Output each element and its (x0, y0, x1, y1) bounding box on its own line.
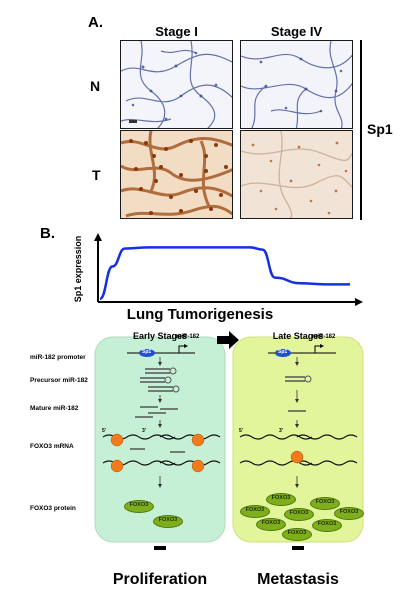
row-label-protein: FOXO3 protein (30, 505, 76, 512)
chart-x-label: Lung Tumorigenesis (126, 306, 274, 323)
foxo3-protein: FOXO3 (310, 497, 340, 510)
col-header-stage-4: Stage IV (270, 24, 323, 39)
sp1-tag-early: Sp1 (142, 349, 152, 355)
foxo3-protein: FOXO3 (153, 515, 183, 528)
panel-a-bracket (360, 40, 362, 220)
panel-b-label: B. (40, 225, 55, 242)
foxo3-protein: FOXO3 (266, 493, 296, 506)
mrna-5p-label: 5' (239, 428, 243, 434)
late-outcome-arrow (292, 546, 304, 550)
row-label-promoter: miR-182 promoter (30, 354, 86, 361)
mrna-5p-label: 5' (102, 428, 106, 434)
ribosome-icon (110, 433, 124, 447)
early-stage-title: Early Stages (132, 331, 188, 341)
row-label-tumor: T (92, 167, 101, 183)
early-stage-box (94, 336, 226, 543)
chart-y-label: Sp1 expression (73, 235, 83, 303)
col-header-stage-1: Stage I (155, 24, 198, 39)
stage-transition-arrow (217, 331, 239, 349)
foxo3-protein: FOXO3 (334, 507, 364, 520)
early-outcome-arrow (154, 546, 166, 550)
foxo3-protein: FOXO3 (312, 519, 342, 532)
ribosome-icon (110, 459, 124, 473)
sp1-tf-early (139, 349, 155, 357)
panel-a-label: A. (88, 14, 103, 31)
ihc-tumor-stage-4-image (240, 130, 353, 219)
foxo3-protein: FOXO3 (282, 528, 312, 541)
mir-tag-early: miR-182 (176, 334, 200, 340)
mir-tag-late: miR-182 (312, 334, 336, 340)
outcome-metastasis: Metastasis (257, 571, 339, 588)
outcome-proliferation: Proliferation (112, 571, 208, 588)
ribosome-icon (290, 450, 304, 464)
y-axis-arrow (94, 233, 102, 241)
sp1-tag-late: Sp1 (278, 349, 288, 355)
mrna-3p-label: 3' (142, 428, 146, 434)
marker-label-sp1: Sp1 (367, 121, 393, 137)
foxo3-protein: FOXO3 (256, 518, 286, 531)
ihc-tumor-stage-1-image (120, 130, 233, 219)
sp1-expression-line (99, 246, 350, 301)
ribosome-icon (191, 459, 205, 473)
x-axis-arrow (355, 298, 363, 306)
foxo3-protein: FOXO3 (124, 500, 154, 513)
sp1-expression-chart (94, 233, 363, 306)
late-stage-box (232, 336, 364, 543)
foxo3-protein: FOXO3 (284, 508, 314, 521)
mir182-foxo3-schematic (94, 331, 364, 550)
row-label-normal: N (90, 78, 101, 94)
ihc-normal-stage-1-image (120, 40, 233, 129)
ribosome-icon (191, 433, 205, 447)
sp1-tf-late (275, 349, 291, 357)
foxo3-protein: FOXO3 (240, 505, 270, 518)
row-label-precursor: Precursor miR-182 (30, 377, 88, 384)
row-label-mrna: FOXO3 mRNA (30, 443, 74, 450)
late-stage-title: Late Stages (272, 331, 324, 341)
ihc-normal-stage-4-image (240, 40, 353, 129)
mrna-3p-label: 3' (279, 428, 283, 434)
row-label-mature: Mature miR-182 (30, 405, 79, 412)
